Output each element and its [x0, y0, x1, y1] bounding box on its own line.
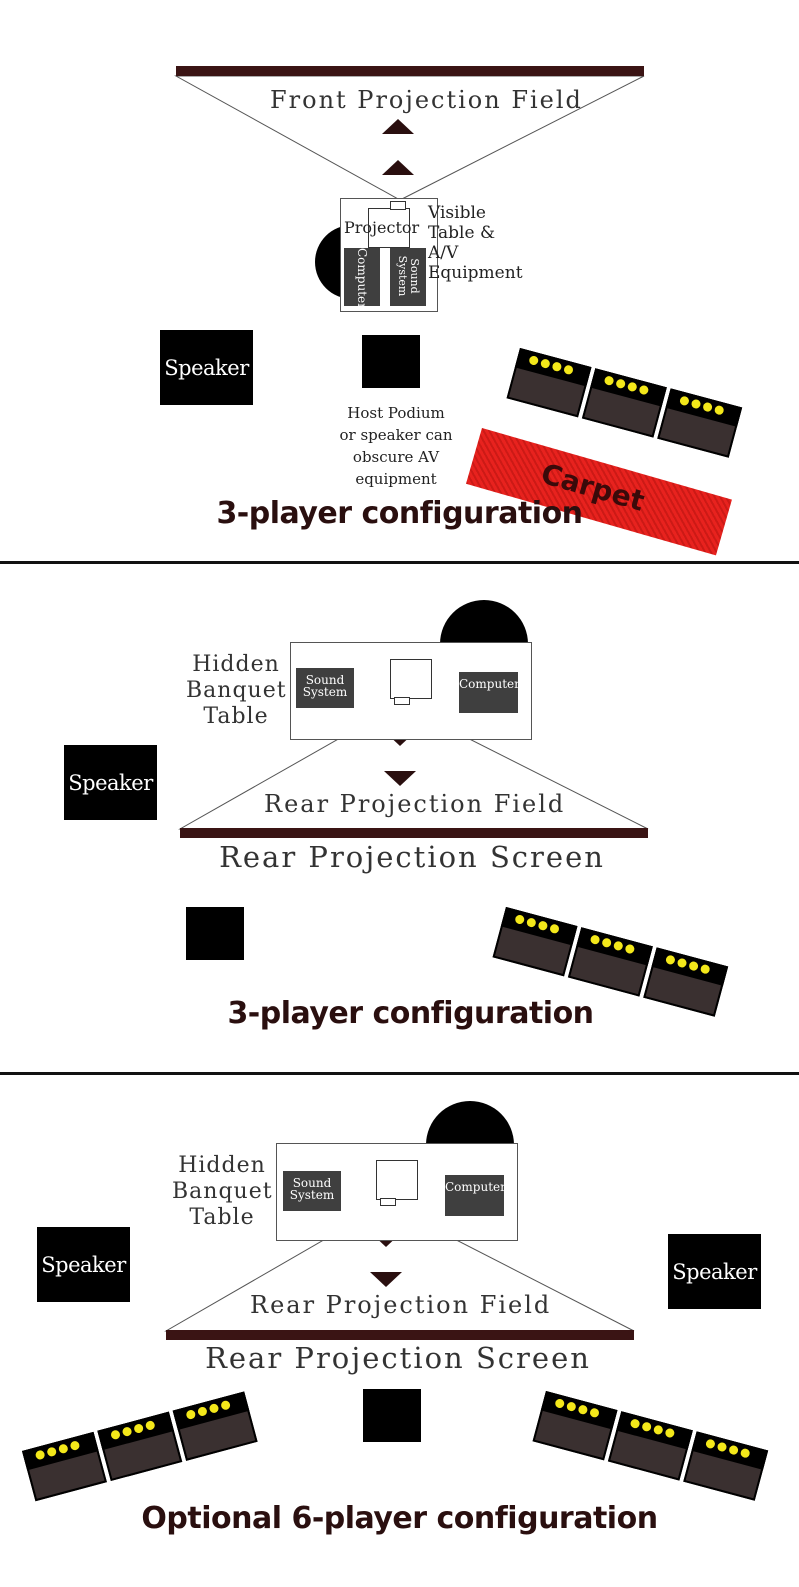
- sound-system-label: Sound System: [289, 1176, 335, 1202]
- section-divider: [0, 561, 799, 564]
- projector-label: Projector: [344, 218, 420, 237]
- projection-arrow-down: [370, 1272, 402, 1287]
- host-podium: [363, 1389, 421, 1442]
- host-podium: [186, 907, 244, 960]
- optional-six-player-panel: Sound System Computer Hidden Banquet Tab…: [0, 1075, 799, 1587]
- projector: [376, 1160, 418, 1200]
- podium-note: Host Podium or speaker can obscure AV eq…: [339, 404, 453, 488]
- computer-label: Computer: [459, 677, 520, 691]
- sound-system-label: Sound System: [396, 255, 421, 297]
- host-podium: [362, 335, 420, 388]
- speaker-left: Speaker: [37, 1227, 130, 1302]
- projection-arrow-up: [382, 160, 414, 175]
- host-silhouette: [440, 600, 528, 644]
- rear-projection-cone: [178, 600, 649, 830]
- projector-lens: [390, 201, 406, 210]
- computer-label: Computer: [445, 1180, 506, 1194]
- speaker: Speaker: [64, 745, 157, 820]
- hidden-table-label: Hidden Banquet Table: [172, 1153, 273, 1230]
- sound-system-label: Sound System: [302, 673, 348, 699]
- rear-projection-screen-label: Rear Projection Screen: [205, 1341, 591, 1375]
- projector: [390, 659, 432, 699]
- rear-projection-screen-label: Rear Projection Screen: [219, 840, 605, 874]
- rear-projection-field-label: Rear Projection Field: [264, 790, 566, 818]
- projector-lens: [394, 697, 410, 705]
- front-projection-field-label: Front Projection Field: [270, 86, 583, 114]
- computer-label: Computer: [355, 248, 369, 309]
- speaker: Speaker: [160, 330, 253, 405]
- front-projection-panel: Front Projection Field Projector Compute…: [0, 0, 799, 562]
- projector: [368, 208, 410, 248]
- host-silhouette: [426, 1101, 514, 1145]
- configuration-title: 3-player configuration: [227, 996, 594, 1031]
- sound-system-unit: Sound System: [296, 668, 354, 708]
- rear-projection-screen: [166, 1330, 634, 1340]
- sound-system-unit: Sound System: [390, 248, 426, 306]
- computer-unit: Computer: [445, 1175, 506, 1216]
- front-projection-screen: [176, 66, 644, 76]
- hidden-table-label: Hidden Banquet Table: [186, 652, 287, 729]
- projector-lens: [380, 1198, 396, 1206]
- rear-projection-field-label: Rear Projection Field: [250, 1291, 552, 1319]
- section-divider: [0, 1072, 799, 1075]
- projection-arrow-up: [382, 119, 414, 134]
- configuration-title: Optional 6-player configuration: [141, 1501, 658, 1536]
- speaker-right: Speaker: [668, 1234, 761, 1309]
- rear-projection-panel: Sound System Computer Hidden Banquet Tab…: [0, 564, 799, 1072]
- sound-system-unit: Sound System: [283, 1171, 341, 1211]
- projection-arrow-down: [384, 771, 416, 786]
- computer-unit: Computer: [344, 248, 380, 309]
- rear-projection-screen: [180, 828, 648, 838]
- visible-table-label: Visible Table & A/V Equipment: [428, 203, 523, 283]
- configuration-title: 3-player configuration: [216, 496, 583, 531]
- computer-unit: Computer: [459, 672, 520, 713]
